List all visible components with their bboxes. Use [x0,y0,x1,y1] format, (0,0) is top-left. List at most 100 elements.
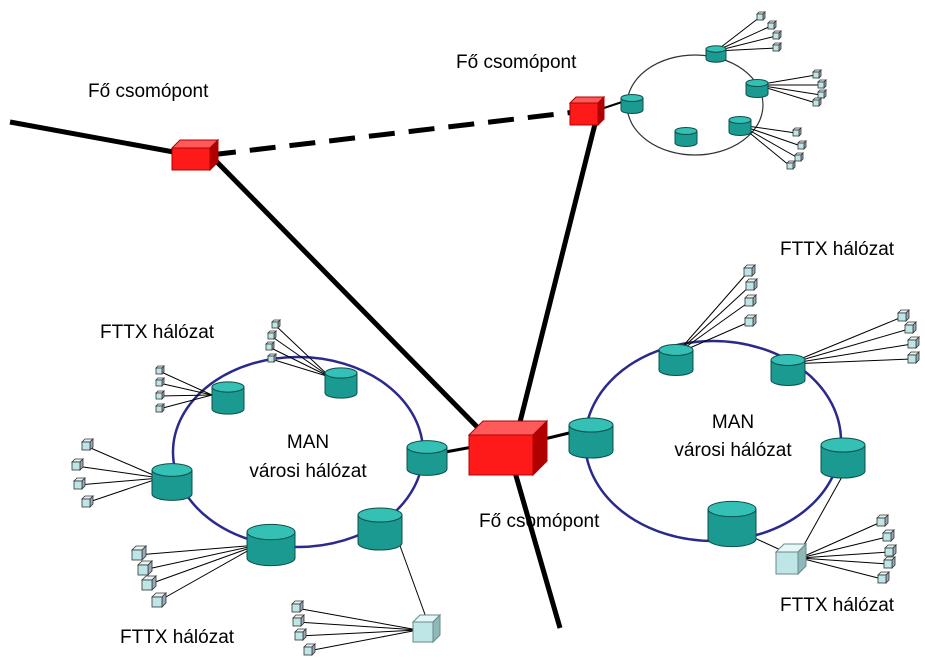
fttx-feeder [398,542,428,621]
end-device [812,69,822,79]
end-device [137,560,153,576]
dev-front [897,312,907,322]
cyl-top [705,45,727,53]
dev-front [267,355,275,363]
fttx-spoke [675,271,749,355]
end-device [155,365,165,375]
fttx-feeder [799,474,844,553]
cyl-body [745,82,769,98]
end-device [772,30,782,40]
fttx-spoke [296,621,419,631]
box-front [468,434,534,476]
end-device [772,42,782,52]
end-device [745,278,758,291]
cyl-body [707,508,757,548]
end-device [291,600,304,613]
fttx-left-bottom-label: FTTX hálózat [120,627,235,648]
end-device [792,127,802,137]
end-device [907,351,920,364]
main-node-top [568,95,606,127]
backbone-links [9,99,629,629]
main-node-top-label: Fő csomópont [456,52,577,73]
dev-front [155,379,163,387]
fttx-spoke [158,394,213,397]
dev-front [744,317,754,327]
cyl-body [211,386,245,415]
box-front [775,551,799,575]
man-right-title: MAN [711,412,755,433]
fttx-box-left [411,613,442,644]
dev-front [291,603,301,613]
fttx-spoke [136,544,259,556]
fttx-spoke [307,629,419,652]
backbone-link-down [507,454,563,629]
end-device [303,643,316,656]
cyl-body [728,119,752,136]
cyl-top [406,440,448,454]
fttx-spoke [146,544,259,586]
fttx-spoke [156,544,259,603]
main-node-center-label: Fő csomópont [479,511,600,532]
dev-front [797,142,805,150]
fttx-spoke [85,445,161,479]
end-device [744,294,757,307]
fttx-spoke [298,629,419,637]
cyl-top [728,115,752,125]
dev-front [817,81,825,89]
dev-front [265,343,273,351]
end-device [897,309,910,322]
cyl-body [151,469,193,501]
dev-front [303,646,313,656]
end-device [155,390,165,400]
backbone-link-left [9,119,191,158]
fttx-spoke [77,477,161,486]
fttx-spoke [158,370,213,396]
end-device [271,319,281,329]
end-device [81,438,94,451]
end-device [292,614,305,627]
dev-front [271,321,279,329]
end-device [812,97,822,107]
dev-front [786,162,794,170]
end-device [786,160,796,170]
dev-front [812,99,820,107]
cyl-top [324,367,358,379]
box-front [569,102,599,126]
dev-front [267,332,275,340]
cyl-body [406,446,448,476]
cyl-body [620,97,644,114]
end-device [756,11,766,21]
cyl-top [568,417,614,433]
fttx-spoke [787,343,913,365]
end-device [743,264,756,277]
cyl-body [820,444,866,479]
end-device [267,330,277,340]
fttx-spoke [158,394,213,410]
man-right-node-1 [658,344,694,376]
fttx-spoke [85,477,161,504]
cyl-top [770,354,806,366]
end-device [151,592,167,608]
dev-front [794,154,802,162]
dev-front [155,392,163,400]
man-left-node-6 [357,507,403,551]
man-left-node-1 [211,381,245,415]
top-ring-node-2 [705,45,727,63]
fttx-spoke [799,557,883,580]
fttx-right-top-label: FTTX hálózat [780,239,895,260]
end-device [794,152,804,162]
end-device [767,20,777,30]
end-device [904,321,917,334]
top-ring-node-3 [745,78,769,98]
fttx-spoke [799,557,889,565]
end-device [884,544,897,557]
fttx-spokes [75,16,913,652]
dev-front [907,354,917,364]
fttx-spoke [799,536,888,559]
dev-front [756,13,764,21]
man-left-subtitle: városi hálózat [249,461,367,482]
end-device [155,377,165,387]
cyl-body [770,359,806,386]
